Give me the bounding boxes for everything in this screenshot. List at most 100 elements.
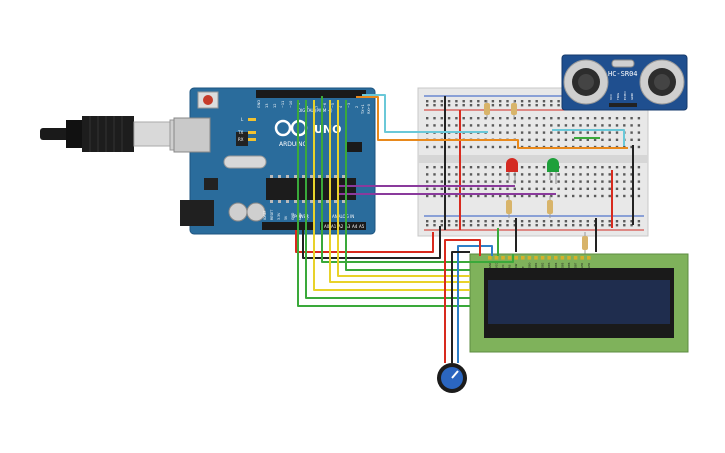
lcd-pin-label: LED xyxy=(580,263,584,268)
breadboard-hole xyxy=(550,104,553,107)
breadboard-hole xyxy=(579,138,582,141)
lcd-pin-label: LED xyxy=(587,263,591,268)
breadboard-hole xyxy=(433,124,436,127)
lcd-pin[interactable] xyxy=(521,256,525,260)
breadboard-hole xyxy=(506,131,509,134)
wire-pot-red xyxy=(444,239,481,363)
breadboard-hole xyxy=(623,224,626,227)
breadboard-hole xyxy=(593,166,597,169)
breadboard-hole xyxy=(469,220,473,223)
breadboard-hole xyxy=(593,124,597,127)
lcd-pin-label: DB4 xyxy=(554,262,558,268)
breadboard-hole xyxy=(528,117,531,120)
breadboard-hole xyxy=(520,173,524,176)
breadboard-hole xyxy=(477,220,480,223)
breadboard-hole xyxy=(484,100,487,103)
arduino-model-label: UNO xyxy=(314,123,342,136)
green-led xyxy=(547,158,559,184)
breadboard-hole xyxy=(615,173,619,176)
wire-pot-blue xyxy=(457,245,493,363)
breadboard-hole xyxy=(564,224,568,227)
breadboard-hole xyxy=(593,131,597,134)
lcd-pin[interactable] xyxy=(567,256,571,260)
resistor-sensor-1 xyxy=(484,100,490,118)
breadboard-hole xyxy=(440,100,443,103)
lcd-pin[interactable] xyxy=(554,256,558,260)
breadboard-hole xyxy=(630,187,633,190)
lcd-pin[interactable] xyxy=(501,256,505,260)
lcd-pin[interactable] xyxy=(534,256,538,260)
breadboard-hole xyxy=(557,180,560,183)
resistor-red-led xyxy=(506,196,512,218)
breadboard-hole xyxy=(455,117,458,120)
breadboard-hole xyxy=(608,173,611,176)
breadboard-hole xyxy=(593,180,597,183)
breadboard-hole xyxy=(528,138,531,141)
breadboard-hole xyxy=(542,194,546,198)
capacitor-1 xyxy=(228,202,248,222)
breadboard-hole xyxy=(630,117,633,120)
breadboard-hole xyxy=(535,100,538,103)
breadboard-hole xyxy=(499,131,502,134)
breadboard-hole xyxy=(557,124,560,127)
breadboard-hole xyxy=(630,173,633,176)
lcd-pin[interactable] xyxy=(573,256,578,260)
breadboard-hole xyxy=(528,124,531,127)
breadboard-hole xyxy=(447,180,451,183)
lcd-pin[interactable] xyxy=(494,256,499,260)
wire-lcd-yellow-1 xyxy=(313,100,470,291)
lcd-pin[interactable] xyxy=(587,256,591,260)
pin-label-a4: A4 xyxy=(352,224,358,229)
lcd-pin[interactable] xyxy=(547,256,551,260)
resistor-sensor-2 xyxy=(511,100,517,118)
lcd-pin[interactable] xyxy=(527,256,532,260)
breadboard-hole xyxy=(601,173,604,176)
breadboard-hole xyxy=(477,187,480,190)
breadboard-hole xyxy=(564,220,568,223)
digital-header xyxy=(256,90,366,98)
sensor-pin-vcc: VCC xyxy=(609,94,613,100)
breadboard-hole xyxy=(433,187,436,190)
breadboard-hole xyxy=(462,124,465,127)
breadboard-hole xyxy=(455,166,458,169)
breadboard-hole xyxy=(499,194,502,198)
breadboard-hole xyxy=(535,194,538,198)
breadboard-hole xyxy=(557,194,560,198)
lcd-pin[interactable] xyxy=(540,256,545,260)
breadboard-hole xyxy=(586,187,589,190)
breadboard-hole xyxy=(484,145,487,149)
breadboard-hole xyxy=(520,194,524,198)
breadboard-hole xyxy=(615,194,619,198)
analog-header xyxy=(320,222,366,230)
lcd-pin[interactable] xyxy=(488,256,492,260)
breadboard-hole xyxy=(601,220,604,223)
breadboard-hole xyxy=(564,166,568,169)
reset-button-cap[interactable] xyxy=(203,95,213,105)
lcd-pin[interactable] xyxy=(507,256,512,260)
breadboard-hole xyxy=(564,187,568,190)
potentiometer[interactable] xyxy=(437,363,467,393)
breadboard-hole xyxy=(506,104,509,107)
power-header xyxy=(262,222,314,230)
digital-header-label: DIGITAL (PWM ~) xyxy=(298,108,333,113)
led-label-rx: RX xyxy=(238,137,244,142)
wire-lcd-yellow-3 xyxy=(337,100,470,277)
breadboard-hole xyxy=(447,124,451,127)
breadboard-hole xyxy=(637,117,641,120)
pin-label-a1: A1 xyxy=(331,224,337,229)
breadboard-hole xyxy=(557,187,560,190)
lcd-pin-label: DB0 xyxy=(527,262,531,268)
breadboard-hole xyxy=(623,220,626,223)
breadboard-hole xyxy=(499,124,502,127)
lcd-pin[interactable] xyxy=(560,256,565,260)
breadboard-hole xyxy=(477,100,480,103)
breadboard-hole xyxy=(579,131,582,134)
breadboard-hole xyxy=(542,138,546,141)
breadboard-hole xyxy=(440,220,443,223)
breadboard-hole xyxy=(630,194,633,198)
lcd-pin[interactable] xyxy=(580,256,584,260)
usb-chip xyxy=(236,132,248,146)
lcd-pin-label: DB3 xyxy=(547,262,551,268)
lcd-pin[interactable] xyxy=(514,256,518,260)
